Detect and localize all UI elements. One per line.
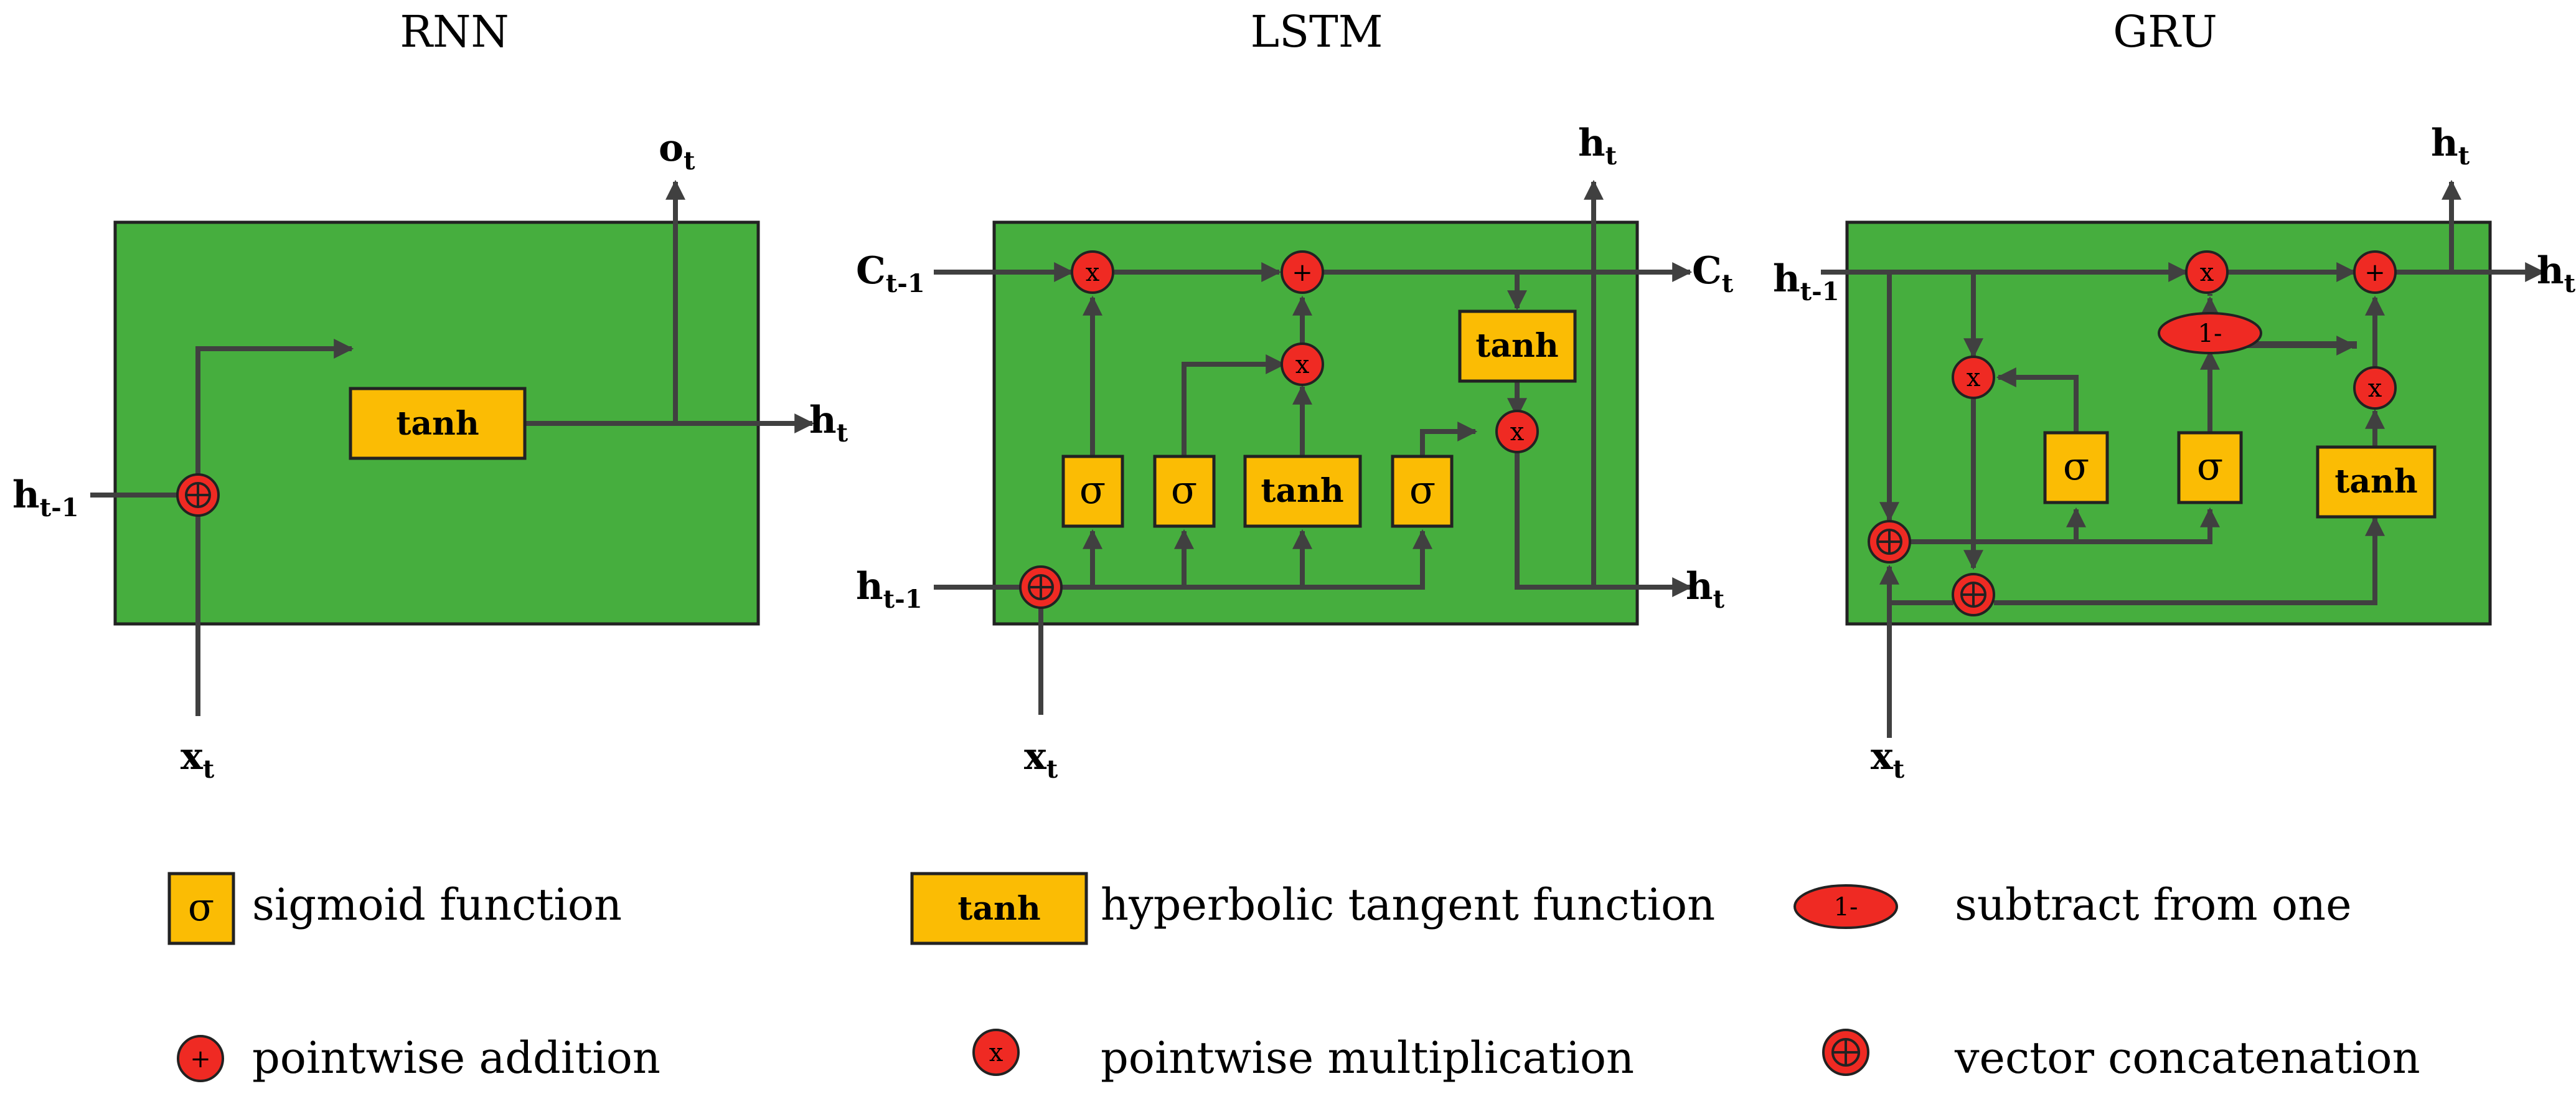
legend-addition-swatch [177,1035,224,1082]
legend-subtract: 1- subtract from one [1793,879,2352,930]
lstm-cell-tanh-label: tanh [1475,327,1558,365]
gru-concat-op-2 [1952,573,1995,616]
svg-text:x: x [1510,418,1525,446]
legend-multiplication-swatch [972,1029,1020,1076]
gru-update-mult-op: x [2353,366,2397,410]
svg-text:x: x [1295,351,1310,379]
svg-text:x: x [2368,374,2382,403]
gru-reset-mult-op: x [1952,356,1995,399]
gru-title: GRU [2113,6,2217,57]
legend-sigmoid-swatch [167,872,235,945]
legend-addition: + pointwise addition [177,1032,660,1083]
lstm-output-mult-op: x [1495,410,1539,453]
gru-cell: σ σ tanh x + 1- x x [1773,121,2576,784]
legend-sigmoid: σ sigmoid function [167,872,622,945]
rnn-x-label: xt [181,735,215,784]
gru-candidate-gate: tanh [2316,445,2437,519]
lstm-input-sigma: σ [1171,467,1197,512]
legend-tanh-text: hyperbolic tangent function [1101,879,1715,930]
legend-concatenation: vector concatenation [1822,1029,2420,1083]
svg-text:σ: σ [188,884,214,930]
lstm-cell-tanh: tanh [1458,309,1577,383]
legend-subtract-text: subtract from one [1955,879,2352,930]
gru-update-sigma: σ [2197,443,2223,489]
lstm-input-mult-op: x [1281,342,1324,386]
rnn-concat-op [176,473,220,517]
rnn-h-prev-label: ht-1 [12,473,79,522]
rnn-title: RNN [400,6,509,57]
lstm-h-out-line [1515,452,1693,597]
gru-keep-mult-op: x [2185,250,2229,294]
lstm-x-label: xt [1024,735,1058,784]
legend-concatenation-text: vector concatenation [1954,1032,2420,1083]
gru-candidate-tanh: tanh [2334,463,2417,501]
rnn-cell: tanh ht-1 ht ot xt [12,126,848,784]
lstm-output-sigma: σ [1409,467,1436,512]
rnn-h-label: ht [809,399,848,448]
legend: σ sigmoid function tanh hyperbolic tange… [167,872,2420,1083]
lstm-input-gate: σ [1153,455,1216,528]
lstm-c-prev-label: Ct-1 [856,249,925,298]
lstm-output-gate: σ [1391,455,1454,528]
svg-text:x: x [2200,258,2214,287]
lstm-cell: σ σ tanh σ tanh x + x [856,121,1734,784]
gru-x-label: xt [1871,735,1905,784]
lstm-c-label: Ct [1692,249,1734,298]
svg-text:tanh: tanh [957,890,1040,928]
gru-reset-gate: σ [2043,431,2109,504]
lstm-h-top-label: ht [1578,121,1617,171]
gru-concat-op-1 [1868,520,1911,564]
gru-h-prev-label: ht-1 [1773,257,1840,306]
gru-reset-sigma: σ [2063,443,2089,489]
legend-multiplication: x pointwise multiplication [972,1029,1634,1083]
lstm-candidate-tanh: tanh [1261,472,1343,510]
gru-add-op: + [2353,250,2397,294]
legend-multiplication-text: pointwise multiplication [1101,1032,1634,1083]
gru-h-label: ht [2537,249,2576,298]
legend-tanh-swatch [910,872,1088,945]
rnn-tanh-label: tanh [396,405,479,443]
lstm-forget-sigma: σ [1079,467,1106,512]
gru-h-top-label: ht [2431,121,2470,171]
lstm-concat-op [1019,565,1063,609]
legend-addition-text: pointwise addition [252,1032,660,1083]
legend-subtract-swatch [1793,884,1898,929]
svg-text:+: + [190,1045,211,1073]
rnn-path [195,339,354,716]
legend-sigmoid-text: sigmoid function [252,879,622,930]
lstm-title: LSTM [1251,6,1383,57]
gru-one-minus-op: 1- [2158,312,2262,354]
svg-text:x: x [989,1039,1004,1067]
legend-tanh: tanh hyperbolic tangent function [910,872,1715,945]
rnn-o-label: ot [659,126,695,176]
lstm-forget-mult-op: x [1071,250,1114,294]
svg-text:x: x [1967,364,1981,392]
svg-text:1-: 1- [1834,893,1858,922]
lstm-cell-add-op: + [1281,250,1324,294]
lstm-h-prev-label: ht-1 [856,565,923,614]
svg-text:1-: 1- [2198,319,2222,348]
lstm-h-label: ht [1686,565,1725,614]
lstm-forget-gate: σ [1061,455,1124,528]
svg-text:+: + [1292,258,1313,287]
gru-update-gate: σ [2177,431,2243,504]
svg-text:+: + [2364,258,2386,287]
lstm-candidate-gate: tanh [1243,455,1362,528]
svg-text:x: x [1086,258,1100,287]
rnn-tanh-gate: tanh [349,387,527,460]
